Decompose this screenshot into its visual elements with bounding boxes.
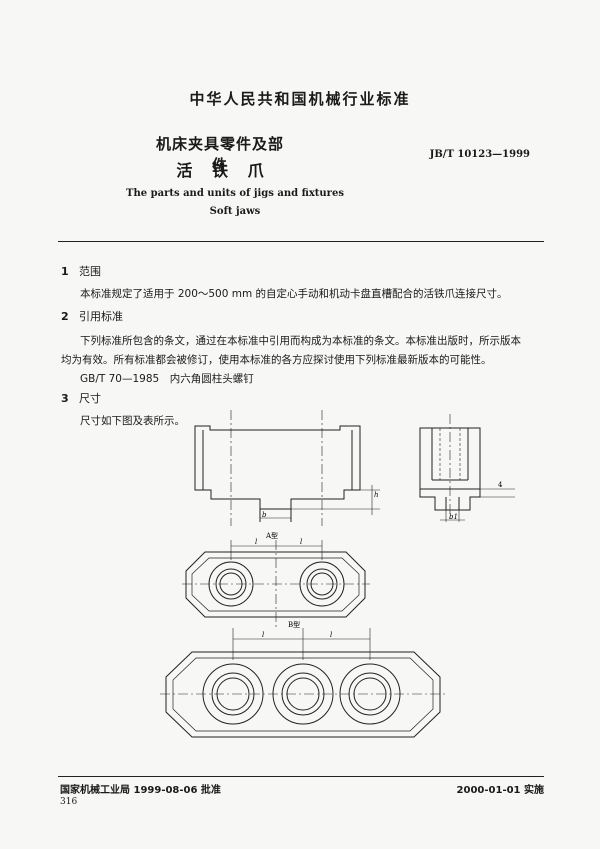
english-subtitle: Soft jaws [209, 206, 261, 217]
standard-code: JB/T 10123—1999 [429, 149, 530, 160]
approval-note: 国家机械工业局 1999-08-06 批准 [60, 785, 221, 796]
side-view-outline [419, 427, 481, 511]
dimension-label: l [262, 631, 264, 639]
type-a-outline [185, 551, 366, 618]
dimension-label: b [262, 511, 267, 519]
section-title: 尺寸 [79, 392, 101, 405]
doc-subtitle: 活 铁 爪 [176, 161, 264, 180]
type-b-label: B型 [288, 620, 300, 629]
org-title: 中华人民共和国机械行业标准 [189, 90, 411, 108]
scope-paragraph: 本标准规定了适用于 200～500 mm 的自定心手动和机动卡盘直槽配合的活铁爪… [80, 288, 508, 300]
header-rule [58, 241, 544, 242]
section-title: 引用标准 [79, 310, 123, 323]
section-heading: 2 引用标准 [61, 308, 123, 324]
reference-item: GB/T 70—1985 内六角圆柱头螺钉 [80, 373, 254, 385]
implementation-date: 2000-01-01 实施 [456, 785, 544, 796]
page-number: 316 [60, 797, 78, 807]
section-number: 1 [61, 265, 69, 278]
dimension-label: h [374, 491, 379, 499]
dimension-label: 4 [498, 481, 503, 489]
dimension-label: l [300, 538, 302, 546]
dimension-label: l [255, 538, 257, 546]
front-view-outline [194, 425, 361, 510]
section-number: 2 [61, 310, 69, 323]
reference-paragraph-line: 均为有效。所有标准都会被修订，使用本标准的各方应探讨使用下列标准最新版本的可能性… [61, 354, 492, 366]
footer-rule [58, 776, 544, 777]
dimension-label: b1 [449, 513, 458, 521]
english-title: The parts and units of jigs and fixtures [126, 188, 344, 199]
dimension-paragraph: 尺寸如下图及表所示。 [80, 415, 185, 427]
type-a-label: A型 [265, 531, 278, 540]
reference-paragraph-line: 下列标准所包含的条文，通过在本标准中引用而构成为本标准的条文。本标准出版时，所示… [80, 335, 521, 347]
section-heading: 3 尺寸 [61, 390, 101, 406]
section-heading: 1 范围 [61, 263, 101, 279]
doc-title: 机床夹具零件及部件 [155, 135, 284, 174]
dimension-label: l [330, 631, 332, 639]
type-b-outline [165, 651, 441, 738]
section-title: 范围 [79, 265, 101, 278]
section-number: 3 [61, 392, 69, 405]
